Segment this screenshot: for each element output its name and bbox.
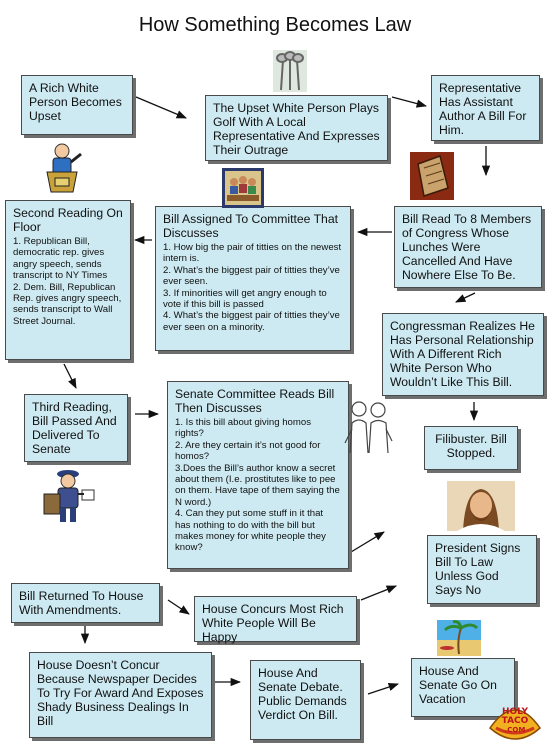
arrow xyxy=(455,292,476,303)
arrow xyxy=(167,599,190,615)
box-house-senate-debate: House And Senate Debate. Public Demands … xyxy=(250,660,361,740)
list-item: 4. Can they put some stuff in it that ha… xyxy=(175,508,326,554)
box-text: President Signs Bill To Law Unless God S… xyxy=(435,541,521,597)
box-bill-read: Bill Read To 8 Members of Congress Whose… xyxy=(394,206,542,288)
tablet-icon xyxy=(410,152,454,200)
arrow xyxy=(360,585,397,601)
beach-vacation-icon xyxy=(437,620,481,656)
page-title: How Something Becomes Law xyxy=(138,14,412,36)
list-item: 2. What’s the biggest pair of titties th… xyxy=(163,264,340,288)
list-item: 1. Republican Bill, democratic rep. give… xyxy=(13,236,108,282)
box-rich-person-upset: A Rich White Person Becomes Upset xyxy=(21,75,133,135)
box-house-doesnt-concur: House Doesn’t Concur Because Newspaper D… xyxy=(29,652,212,738)
list-item: 2. Are they certain it’s not good for ho… xyxy=(175,439,321,463)
logo-text: .COM xyxy=(504,726,526,734)
mailman-icon xyxy=(43,470,95,522)
box-text: Congressman Realizes He Has Personal Rel… xyxy=(390,319,535,389)
box-text: A Rich White Person Becomes Upset xyxy=(29,81,122,123)
arrow xyxy=(135,96,187,119)
box-heading: Second Reading On Floor xyxy=(13,206,123,234)
list-item: 1. Is this bill about giving homos right… xyxy=(175,417,311,440)
box-text: House Concurs Most Rich White People Wil… xyxy=(202,602,344,644)
box-text: Bill Read To 8 Members of Congress Whose… xyxy=(402,212,532,282)
golf-clubs-icon xyxy=(273,50,307,92)
box-bill-returned: Bill Returned To House With Amendments. xyxy=(11,583,160,623)
box-vacation: House And Senate Go On Vacation xyxy=(411,658,515,717)
arrow xyxy=(63,363,77,389)
professor-icon xyxy=(344,401,393,454)
box-text: Bill Returned To House With Amendments. xyxy=(19,589,144,617)
box-text: House Doesn’t Concur Because Newspaper D… xyxy=(37,658,204,728)
list-item: 1. How big the pair of titties on the ne… xyxy=(163,242,342,265)
box-committee-discusses: Bill Assigned To Committee That Discusse… xyxy=(155,206,351,351)
list-item: 3.Does the Bill’s author know a secret a… xyxy=(175,462,340,508)
arrow xyxy=(350,531,385,553)
list-item: 2. Dem. Bill, Republican Rep. gives angr… xyxy=(13,281,122,327)
holy-taco-logo-icon: HOLY TACO .COM xyxy=(486,698,544,748)
box-text: Third Reading, Bill Passed And Delivered… xyxy=(32,400,117,456)
box-senate-committee: Senate Committee Reads Bill Then Discuss… xyxy=(167,381,349,569)
logo-text: TACO xyxy=(501,716,529,726)
box-filibuster: Filibuster. Bill Stopped. xyxy=(424,426,518,470)
box-plays-golf: The Upset White Person Plays Golf With A… xyxy=(205,95,388,161)
box-text: House And Senate Go On Vacation xyxy=(419,664,497,706)
box-congressman-realizes: Congressman Realizes He Has Personal Rel… xyxy=(382,313,544,396)
box-assistant-authors-bill: Representative Has Assistant Author A Bi… xyxy=(431,75,540,141)
box-second-reading: Second Reading On Floor 1. Republican Bi… xyxy=(5,200,131,360)
arrow xyxy=(391,96,428,108)
box-text: Filibuster. Bill Stopped. xyxy=(435,432,507,460)
box-house-concurs: House Concurs Most Rich White People Wil… xyxy=(194,596,357,644)
box-text: The Upset White Person Plays Golf With A… xyxy=(213,101,380,157)
jesus-portrait-icon xyxy=(447,481,515,531)
speaker-at-podium-icon xyxy=(46,143,82,193)
box-text: Representative Has Assistant Author A Bi… xyxy=(439,81,527,137)
list-item: 3. If minorities will get angry enough t… xyxy=(163,287,327,311)
box-third-reading: Third Reading, Bill Passed And Delivered… xyxy=(24,394,128,462)
box-president-signs: President Signs Bill To Law Unless God S… xyxy=(427,535,537,604)
committee-meeting-icon xyxy=(222,168,264,208)
arrow xyxy=(367,683,399,695)
list-item: 4. What’s the biggest pair of titties th… xyxy=(163,310,340,333)
box-text: House And Senate Debate. Public Demands … xyxy=(258,666,347,722)
box-heading: Senate Committee Reads Bill Then Discuss… xyxy=(175,387,335,415)
box-heading: Bill Assigned To Committee That Discusse… xyxy=(163,212,338,240)
logo-text: HOLY xyxy=(501,707,529,717)
